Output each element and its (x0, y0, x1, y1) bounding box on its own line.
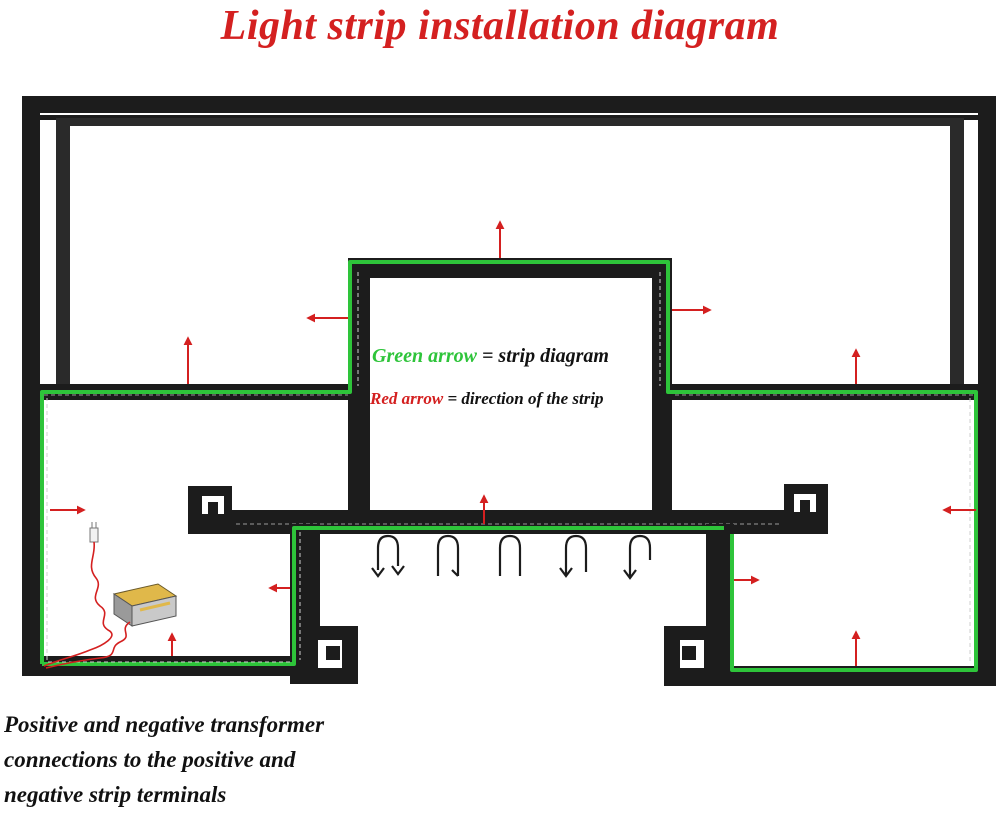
caption-line-3: negative strip terminals (4, 782, 227, 807)
legend: Green arrow = strip diagram Red arrow = … (369, 345, 609, 408)
diagram-title: Light strip installation diagram (220, 3, 780, 49)
svg-text:Red arrow = direction of the s: Red arrow = direction of the strip (369, 389, 604, 408)
power-transformer-icon (112, 583, 178, 627)
hanging-hook-icon (623, 534, 652, 580)
lower-legs (290, 524, 734, 686)
caption-line-1: Positive and negative transformer (4, 712, 325, 737)
hanging-hook-icon (371, 534, 405, 578)
legend-red-label: Red arrow (369, 389, 444, 408)
power-wires (43, 541, 131, 669)
led-strip-path (40, 260, 978, 672)
strip-detail-lines (46, 272, 971, 664)
direction-arrows (50, 220, 976, 666)
caption-line-2: connections to the positive and (4, 747, 296, 772)
hanging-hooks (371, 534, 652, 580)
hanging-hook-icon (498, 534, 522, 576)
hanging-hook-icon (559, 534, 588, 578)
legend-green-label: Green arrow (372, 345, 478, 367)
hanging-hook-icon (436, 534, 460, 577)
svg-text:Green arrow = strip diagram: Green arrow = strip diagram (372, 345, 609, 367)
caption: Positive and negative transformer connec… (4, 707, 424, 812)
legend-green-text: = strip diagram (477, 345, 609, 367)
legend-red-text: = direction of the strip (443, 389, 603, 408)
plug-icon (89, 522, 99, 543)
outer-frame (22, 96, 996, 686)
